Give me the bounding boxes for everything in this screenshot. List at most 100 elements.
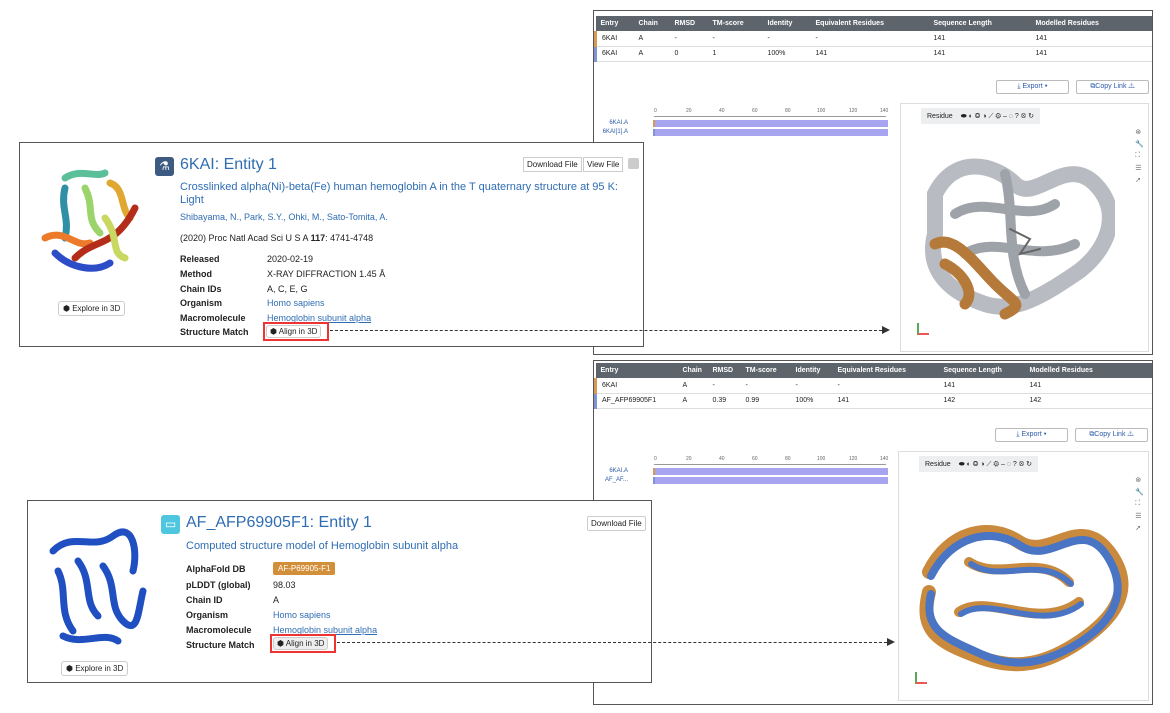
entry-card-6kai: ⬢ Explore in 3D ⚗ 6KAI: Entity 1 Downloa…	[19, 142, 644, 347]
field-label: Macromolecule	[186, 625, 252, 635]
field-structure-match: Structure Match	[186, 640, 273, 650]
cell: 6KAI	[594, 46, 634, 62]
field-plddt: pLDDT (global)98.03	[186, 580, 296, 590]
explore-3d-button[interactable]: ⬢ Explore in 3D	[61, 661, 129, 676]
align-highlight	[270, 634, 336, 653]
sequence-bar[interactable]	[653, 468, 888, 475]
superposed-structure-gray[interactable]	[915, 134, 1115, 334]
structure-thumbnail[interactable]	[43, 521, 153, 651]
cell: A	[633, 46, 670, 62]
cell: 141	[1030, 31, 1152, 47]
cell: 1	[707, 46, 763, 62]
field-value: X-RAY DIFFRACTION 1.45 Å	[267, 269, 386, 279]
macromolecule-link[interactable]: Hemoglobin subunit alpha	[267, 313, 372, 323]
cell: 142	[938, 393, 1025, 409]
field-value: 2020-02-19	[267, 254, 314, 264]
entry-subtitle[interactable]: Crosslinked alpha(Ni)-beta(Fe) human hem…	[180, 181, 618, 206]
select-icon[interactable]: ➚	[1135, 525, 1142, 532]
citation-volume: 117	[310, 233, 326, 243]
col-rmsd: RMSD	[669, 16, 708, 31]
field-label: Chain ID	[186, 595, 223, 605]
entry-card-af: ⬢ Explore in 3D ▭ AF_AFP69905F1: Entity …	[27, 500, 652, 683]
sequence-bar[interactable]	[653, 477, 888, 484]
cube-icon: ⬢	[270, 327, 279, 336]
field-label: AlphaFold DB	[186, 564, 246, 574]
sequence-bar[interactable]	[653, 129, 888, 136]
export-button[interactable]: ⤓ Export ▾	[995, 428, 1068, 442]
representation-icon[interactable]: ⬬ ◐ ◎ ◑ ⟋ ⚙ – ◌ ? ⊗ ↻	[958, 460, 1032, 468]
macromolecule-link[interactable]: Hemoglobin subunit alpha	[273, 625, 378, 635]
representation-icon[interactable]: ⬬ ◐ ◎ ◑ ⟋ ⚙ – ◌ ? ⊗ ↻	[960, 112, 1034, 120]
field-label: Structure Match	[186, 640, 255, 650]
arrow-head	[882, 326, 890, 334]
cell: 100%	[762, 46, 811, 62]
residue-selector[interactable]: Residue	[925, 460, 951, 468]
field-label: Released	[180, 254, 220, 264]
copy-link-button[interactable]: ⧉Copy Link ⚠	[1076, 80, 1149, 94]
residue-selector[interactable]: Residue	[927, 112, 953, 120]
authors[interactable]: Shibayama, N., Park, S.Y., Ohki, M., Sat…	[180, 212, 388, 222]
superposed-structure[interactable]	[909, 482, 1129, 682]
col-chain: Chain	[633, 16, 670, 31]
tick: 100	[817, 108, 826, 114]
wrench-icon[interactable]: 🔧	[1135, 141, 1144, 148]
copy-link-button[interactable]: ⧉Copy Link ⚠	[1075, 428, 1148, 442]
sequence-label[interactable]: 6KAI.A	[609, 120, 628, 126]
reset-icon[interactable]: ⊛	[1135, 129, 1142, 136]
citation-journal: (2020) Proc Natl Acad Sci U S A	[180, 233, 311, 243]
citation-pages: : 4741-4748	[325, 233, 374, 243]
entry-title[interactable]: AF_AFP69905F1: Entity 1	[186, 514, 372, 531]
cell: 141	[1024, 378, 1152, 394]
expand-icon[interactable]: ⛶	[1135, 500, 1141, 507]
axes-icon	[915, 672, 927, 684]
sequence-panel: 0 20 40 60 80 100 120 140 6KAI.A AF_AF..…	[598, 454, 893, 494]
3d-viewer[interactable]: Residue ⬬ ◐ ◎ ◑ ⟋ ⚙ – ◌ ? ⊗ ↻ ⊛ 🔧 ⛶ ☰ ➚	[898, 451, 1149, 701]
tick: 40	[719, 456, 725, 462]
cell: 141	[832, 393, 939, 409]
field-label: Chain IDs	[180, 284, 222, 294]
viewer-side-controls[interactable]: ⊛ 🔧 ⛶ ☰ ➚	[1135, 476, 1144, 532]
3d-viewer[interactable]: Residue ⬬ ◐ ◎ ◑ ⟋ ⚙ – ◌ ? ⊗ ↻ ⊛ 🔧 ⛶ ☰ ➚	[900, 103, 1149, 352]
viewer-side-controls[interactable]: ⊛ 🔧 ⛶ ☰ ➚	[1135, 128, 1144, 184]
select-icon[interactable]: ➚	[1135, 177, 1142, 184]
sequence-label[interactable]: 6KAI.A	[609, 468, 628, 474]
settings-icon[interactable]: ☰	[1135, 513, 1142, 520]
export-button[interactable]: ⤓ Export ▾	[996, 80, 1069, 94]
viewer-toolbar: Residue ⬬ ◐ ◎ ◑ ⟋ ⚙ – ◌ ? ⊗ ↻	[919, 456, 1038, 472]
col-modelled: Modelled Residues	[1030, 16, 1152, 31]
align-3d-button[interactable]: ⬢ Align in 3D	[273, 637, 329, 650]
organism-link[interactable]: Homo sapiens	[273, 610, 331, 620]
download-file-button[interactable]: Download File	[523, 157, 582, 172]
field-macromolecule: Macromolecule Hemoglobin subunit alpha	[186, 625, 377, 635]
organism-link[interactable]: Homo sapiens	[267, 298, 325, 308]
reset-icon[interactable]: ⊛	[1135, 477, 1142, 484]
view-file-button[interactable]: View File	[583, 157, 624, 172]
entry-subtitle[interactable]: Computed structure model of Hemoglobin s…	[186, 540, 459, 552]
structure-thumbnail[interactable]	[35, 158, 145, 288]
cell: 141	[1030, 46, 1152, 62]
settings-icon[interactable]: ☰	[1135, 165, 1142, 172]
entry-title[interactable]: 6KAI: Entity 1	[180, 156, 277, 173]
download-file-button[interactable]: Download File	[587, 516, 646, 531]
cell: AF_AFP69905F1	[594, 393, 678, 409]
col-tm: TM-score	[740, 363, 791, 378]
wrench-icon[interactable]: 🔧	[1135, 489, 1144, 496]
cell: -	[810, 31, 929, 47]
alphafold-badge[interactable]: AF-P69905-F1	[273, 562, 336, 575]
sequence-label[interactable]: AF_AF...	[604, 477, 628, 483]
explore-3d-button[interactable]: ⬢ Explore in 3D	[58, 301, 126, 316]
cell: 141	[928, 31, 1031, 47]
expand-icon[interactable]: ⛶	[1135, 152, 1141, 159]
col-rmsd: RMSD	[707, 363, 741, 378]
sequence-bar[interactable]	[653, 120, 888, 127]
sequence-label[interactable]: 6KAI[1].A	[602, 129, 628, 135]
select-checkbox[interactable]	[628, 158, 639, 169]
col-tm: TM-score	[707, 16, 763, 31]
align-3d-button[interactable]: ⬢ Align in 3D	[266, 325, 322, 338]
